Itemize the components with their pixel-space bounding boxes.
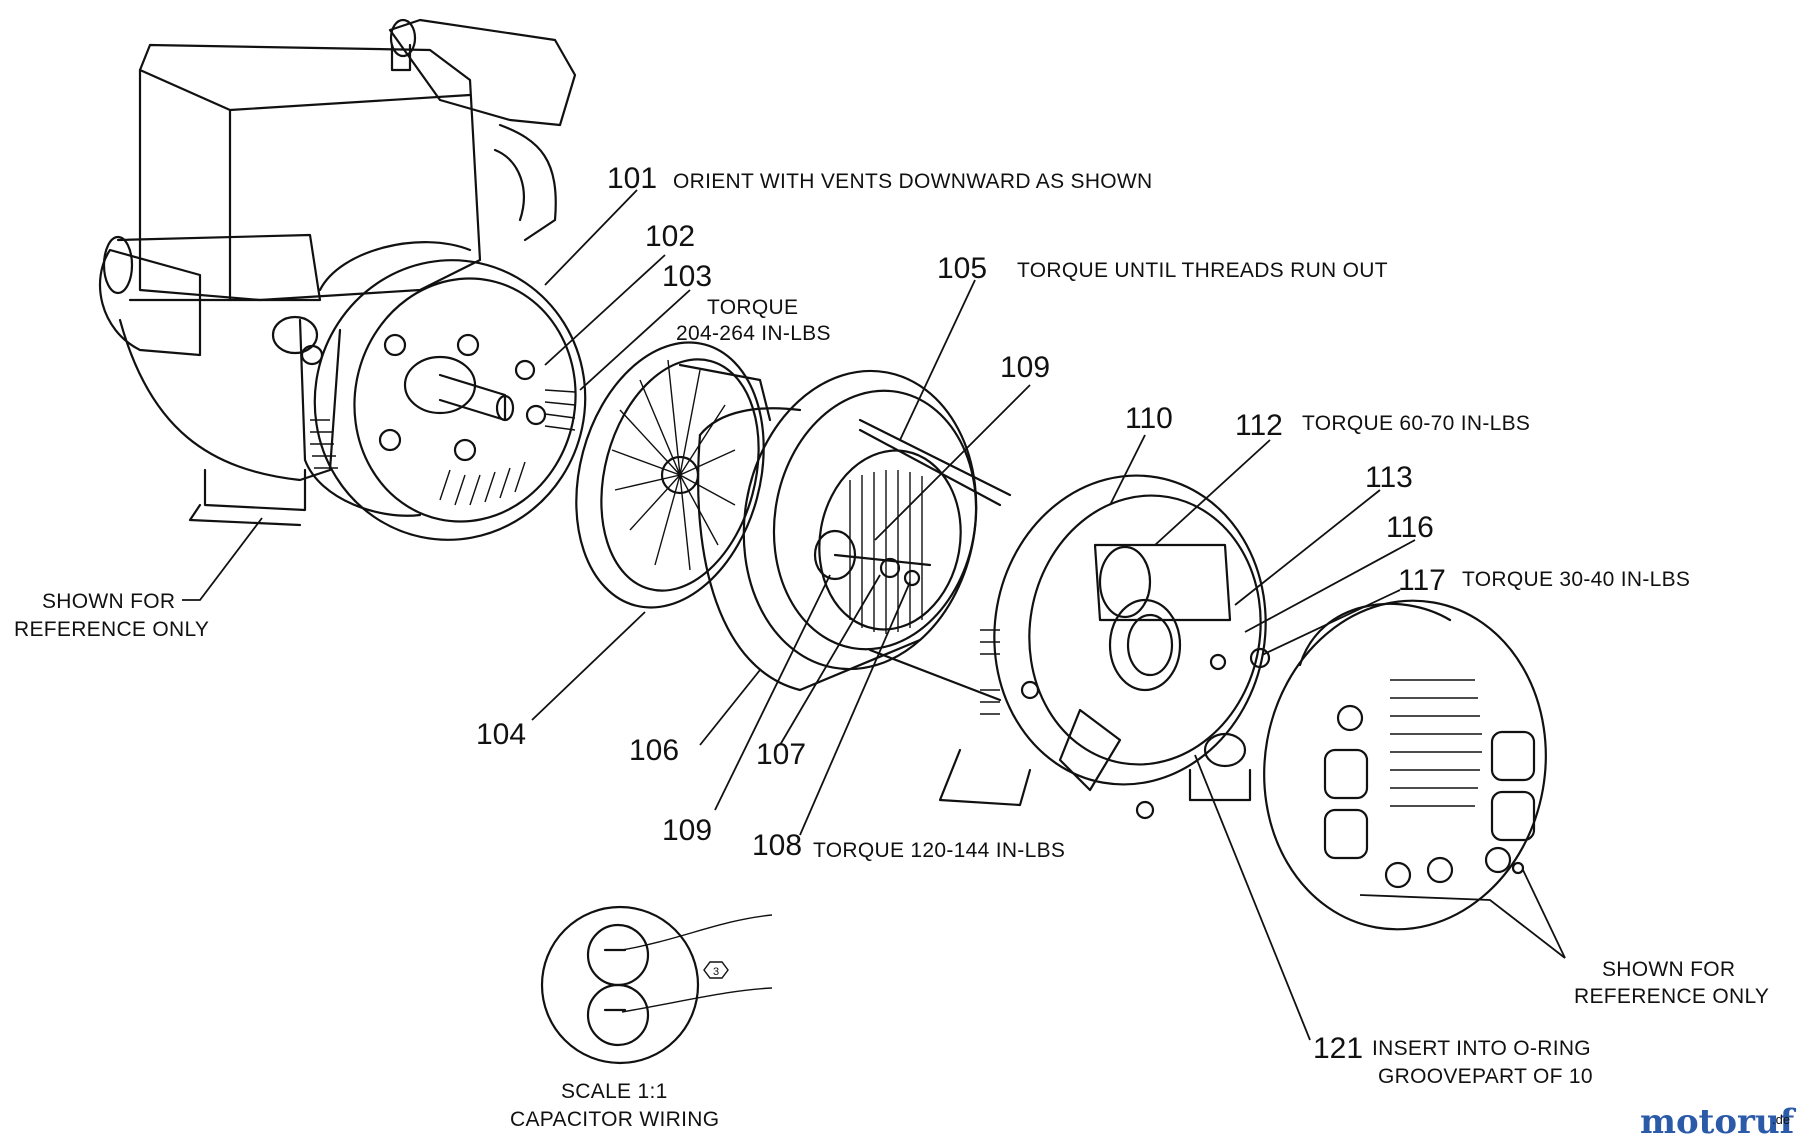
callout-108-note: TORQUE 120-144 IN-LBS <box>813 839 1065 862</box>
callout-107-number: 107 <box>756 738 806 771</box>
callout-106-number: 106 <box>629 734 679 767</box>
capacitor-caption-line2: CAPACITOR WIRING <box>510 1108 719 1131</box>
callout-110-number: 110 <box>1125 402 1173 435</box>
callout-101-number: 101 <box>607 162 657 195</box>
callout-121-note-line2: GROOVEPART OF 10 <box>1378 1065 1593 1088</box>
capacitor-wiring-detail <box>540 905 773 1065</box>
callout-104-number: 104 <box>476 718 526 751</box>
reference-right-line1: SHOWN FOR <box>1602 958 1735 981</box>
callout-101-note: ORIENT WITH VENTS DOWNWARD AS SHOWN <box>673 170 1153 193</box>
callout-117-note: TORQUE 30-40 IN-LBS <box>1462 568 1690 591</box>
leader-lines <box>182 189 1566 1041</box>
part-110-end-bracket <box>938 474 1271 820</box>
reference-left-line1: SHOWN FOR <box>42 590 175 613</box>
watermark-logo: motoruf <box>1640 1102 1797 1142</box>
callout-112-number: 112 <box>1235 409 1283 442</box>
callout-109-lower-number: 109 <box>662 814 712 847</box>
callout-116-number: 116 <box>1386 511 1434 544</box>
callout-121-number: 121 <box>1313 1032 1363 1065</box>
callout-112-note: TORQUE 60-70 IN-LBS <box>1302 412 1530 435</box>
engine-reference <box>98 18 577 527</box>
callout-103-note-line2: 204-264 IN-LBS <box>676 322 831 345</box>
watermark-suffix: .de <box>1772 1112 1790 1127</box>
callout-108-number: 108 <box>752 829 802 862</box>
callout-113-number: 113 <box>1365 461 1413 494</box>
callout-105-note: TORQUE UNTIL THREADS RUN OUT <box>1017 259 1388 282</box>
callout-103-number: 103 <box>662 260 712 293</box>
callout-121-note: INSERT INTO O-RING <box>1372 1037 1591 1060</box>
capacitor-marker: 3 <box>713 966 719 978</box>
callout-102-number: 102 <box>645 220 695 253</box>
capacitor-caption-line1: SCALE 1:1 <box>561 1080 668 1103</box>
callout-103-note: TORQUE <box>707 296 798 319</box>
part-106-stator <box>697 369 1012 702</box>
callout-109-upper-number: 109 <box>1000 351 1050 384</box>
reference-right-line2: REFERENCE ONLY <box>1574 985 1769 1008</box>
part-101-end-bell <box>298 241 587 541</box>
control-panel-reference <box>1263 599 1547 931</box>
reference-left-line2: REFERENCE ONLY <box>14 618 209 641</box>
part-104-fan <box>575 341 772 609</box>
callout-105-number: 105 <box>937 252 987 285</box>
callout-117-number: 117 <box>1398 564 1446 597</box>
